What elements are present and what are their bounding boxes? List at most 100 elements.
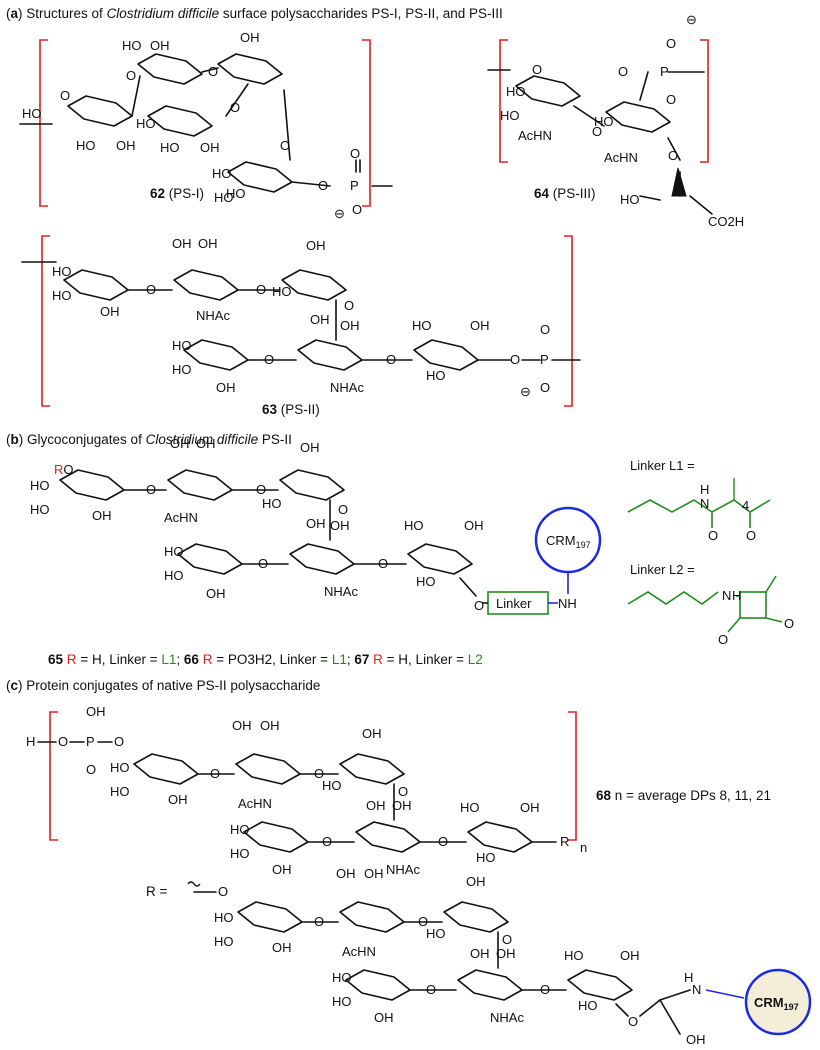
- structure-64: O HO HO AcHN O HO AcHN O O P O O ⊖ HO CO…: [487, 12, 744, 229]
- structure-63: HO HO OH O OH OH NHAc O OH HO OH O HO HO…: [21, 235, 581, 417]
- atom-label: O: [386, 352, 396, 367]
- atom-label: O: [378, 556, 388, 571]
- atom-label: O: [258, 556, 268, 571]
- bracket-left-63: [41, 235, 50, 407]
- bracket-left-68: [49, 711, 58, 841]
- atom-label: O: [86, 762, 96, 777]
- atom-label: HO: [594, 114, 614, 129]
- atom-label: O: [784, 616, 794, 631]
- atom-label: O: [502, 932, 512, 947]
- atom-label: P: [660, 64, 669, 79]
- atom-label: HO: [332, 994, 352, 1009]
- charge-label: ⊖: [686, 12, 697, 27]
- atom-label: O: [618, 64, 628, 79]
- caption-b: 65 R = H, Linker = L1; 66 R = PO3H2, Lin…: [48, 652, 483, 667]
- atom-label: HO: [76, 138, 96, 153]
- atom-label: N: [700, 496, 709, 511]
- section-c-header: (c) Protein conjugates of native PS-II p…: [6, 678, 321, 693]
- atom-label: O: [218, 884, 228, 899]
- atom-label: O: [352, 202, 362, 217]
- atom-label: HO: [262, 496, 282, 511]
- atom-label: HO: [122, 38, 142, 53]
- atom-label: HO: [30, 478, 50, 493]
- atom-label: O: [280, 138, 290, 153]
- atom-label: NH: [558, 596, 577, 611]
- atom-label: OH: [464, 518, 484, 533]
- atom-label: H: [732, 588, 741, 603]
- atom-label: HO: [30, 502, 50, 517]
- atom-label: HO: [578, 998, 598, 1013]
- atom-label: H: [26, 734, 35, 749]
- atom-label: HO: [172, 362, 192, 377]
- atom-label: OH: [300, 440, 320, 455]
- atom-label: 4: [742, 498, 749, 513]
- atom-label: HO: [322, 778, 342, 793]
- compound-64-label: 64 (PS-III): [534, 186, 596, 201]
- structure-glycoconjugate-b: RO HO HO OH O OH OH AcHN O OH HO OH O HO…: [30, 436, 602, 615]
- bracket-left-64: [499, 39, 508, 163]
- linker-l2-title: Linker L2 =: [630, 562, 695, 577]
- atom-label: O: [208, 64, 218, 79]
- crm197-label-c: CRM197: [754, 995, 799, 1012]
- atom-label: HO: [214, 934, 234, 949]
- atom-label: O: [264, 352, 274, 367]
- atom-label: OH: [310, 312, 330, 327]
- charge-label: ⊖: [334, 206, 345, 221]
- atom-label: HO: [212, 166, 232, 181]
- atom-label: HO: [226, 186, 246, 201]
- atom-label: HO: [164, 568, 184, 583]
- atom-label: HO: [426, 368, 446, 383]
- atom-label: O: [256, 282, 266, 297]
- atom-label: HO: [500, 108, 520, 123]
- atom-label: O: [126, 68, 136, 83]
- atom-label: O: [746, 528, 756, 543]
- atom-label: O: [510, 352, 520, 367]
- atom-label: OH: [366, 798, 386, 813]
- atom-label: RO: [54, 462, 74, 477]
- atom-label: HO: [404, 518, 424, 533]
- atom-label: O: [114, 734, 124, 749]
- bracket-right-62: [362, 39, 371, 207]
- atom-label: O: [314, 766, 324, 781]
- atom-label: OH: [260, 718, 280, 733]
- atom-label: OH: [362, 726, 382, 741]
- atom-label: O: [628, 1014, 638, 1029]
- atom-label: HO: [412, 318, 432, 333]
- atom-label: OH: [172, 236, 192, 251]
- atom-label: O: [256, 482, 266, 497]
- atom-label: OH: [336, 866, 356, 881]
- atom-label: O: [532, 62, 542, 77]
- bracket-left-62: [39, 39, 48, 207]
- atom-label: O: [344, 298, 354, 313]
- atom-label: HO: [214, 190, 234, 205]
- atom-label: P: [540, 352, 549, 367]
- atom-label: R: [560, 834, 569, 849]
- crm197-protein-c: [744, 968, 812, 1036]
- atom-label: O: [60, 88, 70, 103]
- atom-label: OH: [686, 1032, 706, 1047]
- atom-label: OH: [392, 798, 412, 813]
- bracket-right-63: [564, 235, 573, 407]
- r-substituent: R = O HO HO OH O OH OH AcHN O OH HO OH O…: [146, 866, 812, 1047]
- atom-label: OH: [196, 436, 216, 451]
- crm197-label: CRM197: [546, 533, 591, 550]
- atom-label: P: [350, 178, 359, 193]
- atom-label: NHAc: [330, 380, 364, 395]
- atom-label: OH: [340, 318, 360, 333]
- atom-label: OH: [470, 318, 490, 333]
- atom-label: OH: [272, 862, 292, 877]
- atom-label: H: [700, 482, 709, 497]
- atom-label: NHAc: [324, 584, 358, 599]
- atom-label: O: [540, 380, 550, 395]
- atom-label: OH: [496, 946, 516, 961]
- charge-label: ⊖: [520, 384, 531, 399]
- atom-label: HO: [52, 264, 72, 279]
- atom-label: HO: [164, 544, 184, 559]
- atom-label: OH: [200, 140, 220, 155]
- compound-68-label: 68 n = average DPs 8, 11, 21: [596, 788, 771, 803]
- atom-label: HO: [136, 116, 156, 131]
- structure-68: H O P OH O O HO HO OH O OH OH AcHN O OH …: [26, 704, 771, 877]
- atom-label: AcHN: [604, 150, 638, 165]
- atom-label: OH: [86, 704, 106, 719]
